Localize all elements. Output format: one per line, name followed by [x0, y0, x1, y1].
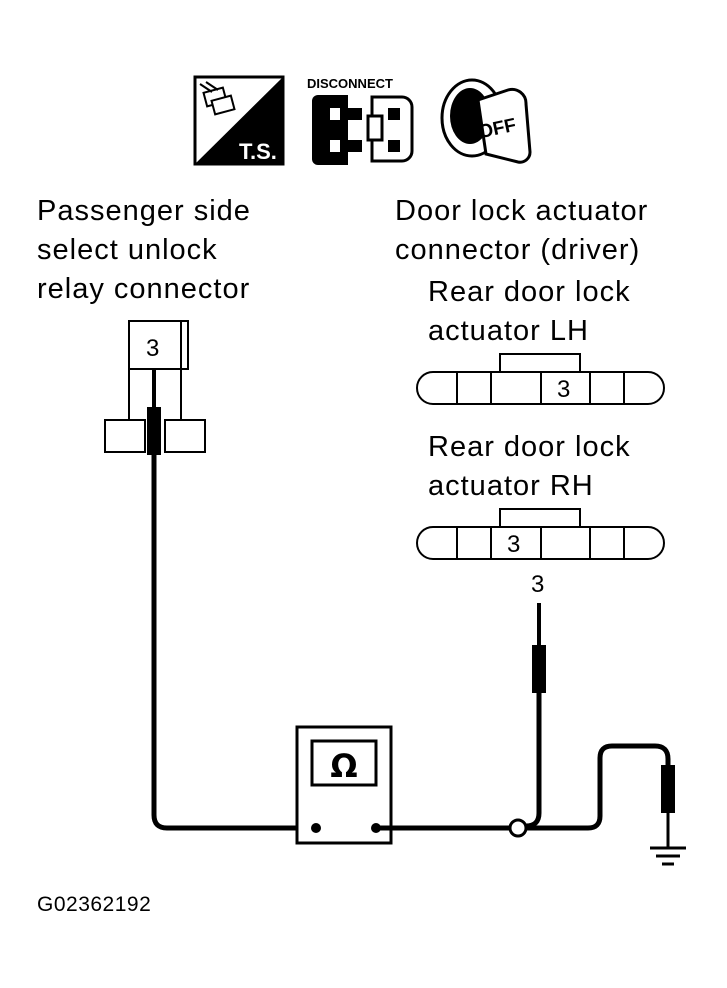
relay-connector: 3	[104, 320, 206, 453]
ignition-off-icon: OFF	[440, 78, 532, 164]
rh-pin-label: 3	[507, 531, 520, 558]
passenger-connector-label: Passenger side select unlock relay conne…	[37, 192, 251, 309]
disconnect-icon-label: DISCONNECT	[307, 76, 393, 91]
disconnect-icon: DISCONNECT	[307, 76, 414, 165]
driver-connector-label: Door lock actuator connector (driver)	[395, 192, 648, 270]
figure-code: G02362192	[37, 893, 152, 916]
driver-connector-line-1: Door lock actuator	[395, 195, 649, 227]
rear-rh-line-2: actuator RH	[428, 470, 594, 502]
driver-connector-line-2: connector (driver)	[395, 234, 641, 266]
rear-rh-label: Rear door lock actuator RH	[428, 428, 631, 506]
rear-lh-connector: 3	[416, 353, 665, 405]
rear-lh-line-1: Rear door lock	[428, 276, 631, 308]
ground-wire	[376, 743, 675, 848]
left-probe-wire	[147, 369, 316, 831]
rear-lh-label: Rear door lock actuator LH	[428, 273, 631, 351]
passenger-connector-line-1: Passenger side	[37, 195, 251, 227]
ground-icon	[650, 846, 686, 866]
ohm-symbol: Ω	[330, 747, 357, 785]
rear-lh-line-2: actuator LH	[428, 315, 589, 347]
rear-rh-line-1: Rear door lock	[428, 431, 631, 463]
rear-rh-connector: 3	[416, 508, 665, 560]
right-probe-wire	[525, 603, 546, 829]
test-icon-label: T.S.	[239, 139, 277, 164]
lh-pin-label: 3	[557, 376, 570, 403]
wire-pin-label: 3	[531, 571, 544, 598]
passenger-connector-line-2: select unlock	[37, 234, 218, 266]
relay-pin-label: 3	[146, 335, 159, 362]
test-procedure-icon: T.S.	[193, 75, 285, 166]
passenger-connector-line-3: relay connector	[37, 273, 251, 305]
